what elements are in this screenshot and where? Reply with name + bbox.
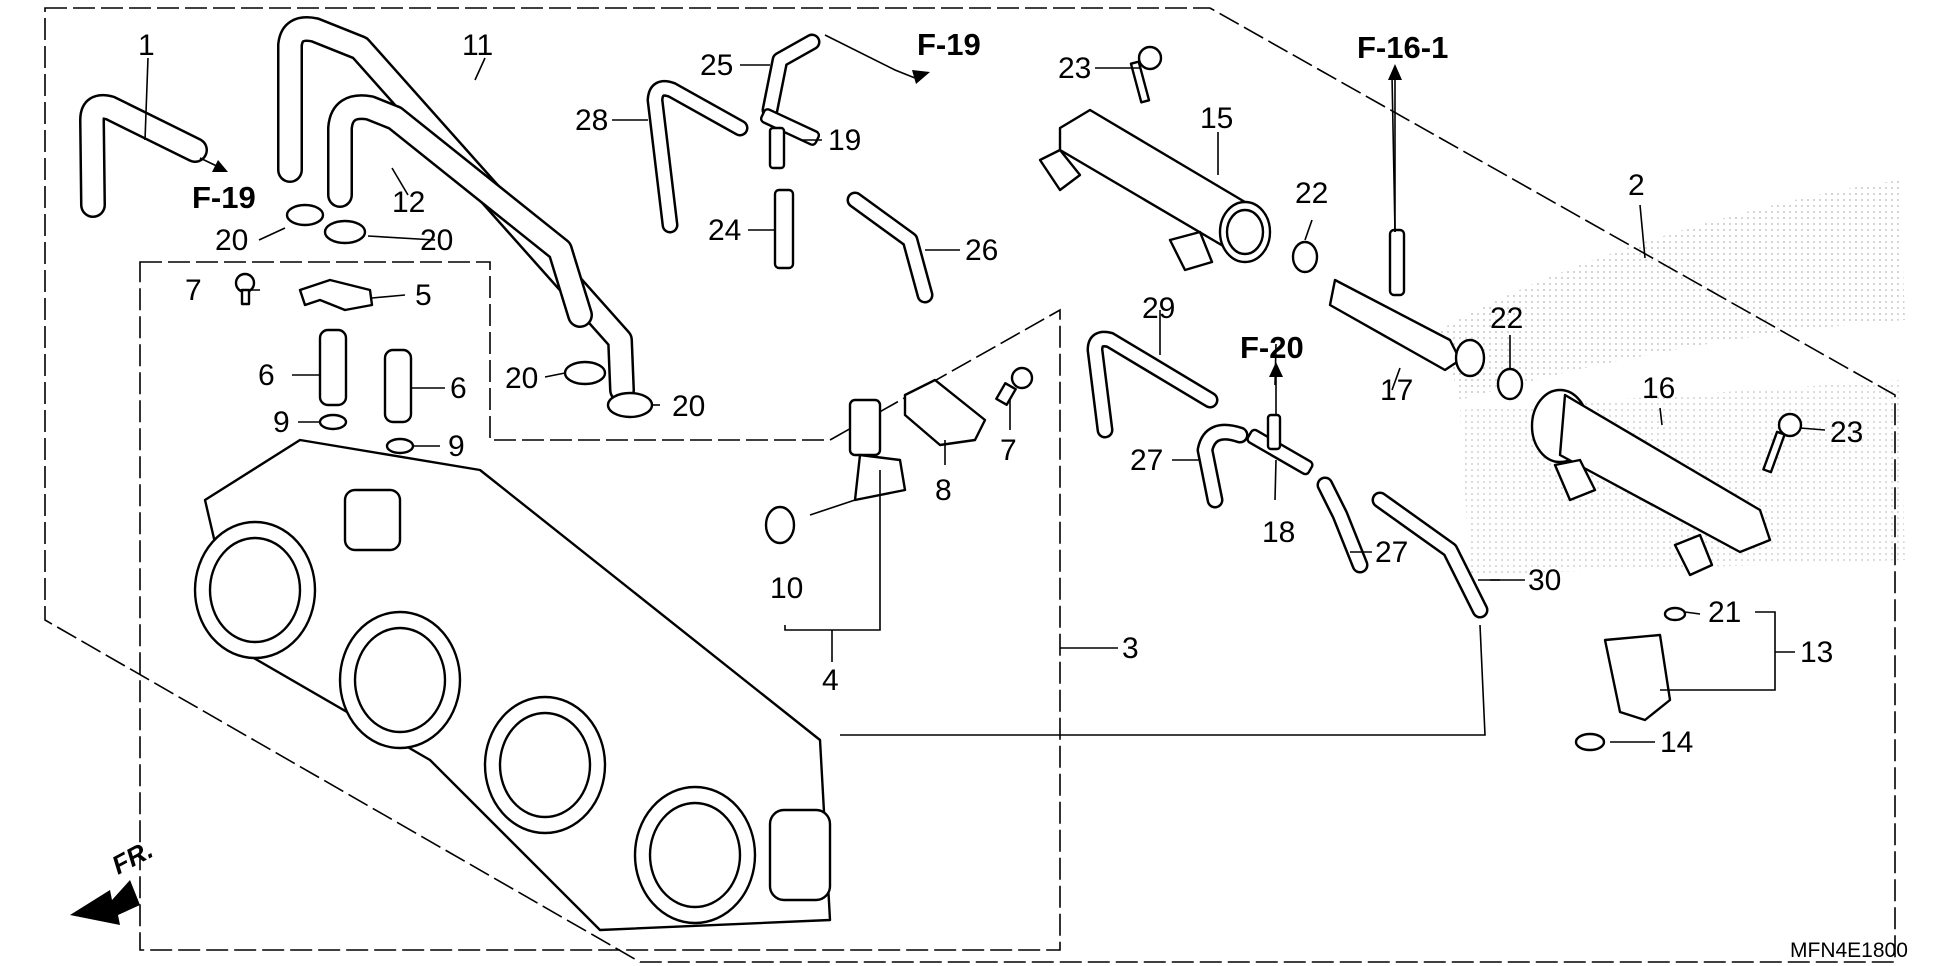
callout-16: 16: [1642, 372, 1675, 405]
ring-10: [764, 505, 796, 545]
callout-1: 1: [138, 29, 155, 62]
plate-8: [903, 378, 987, 447]
hose-28: [646, 79, 749, 234]
sensor-4: [809, 398, 907, 516]
hose-29: [1086, 330, 1219, 439]
tee-17: [1328, 228, 1486, 378]
callout-18: 18: [1262, 516, 1295, 549]
callout-8: 8: [935, 474, 952, 507]
inner-frame: [139, 261, 1061, 951]
arrow-f19-top: [824, 34, 930, 84]
ring-22-a: [1291, 240, 1319, 274]
throttle-body-3: [193, 438, 832, 932]
callout-27-a: 27: [1130, 444, 1163, 477]
callout-9-b: 9: [448, 430, 465, 463]
callout-23-a: 23: [1058, 52, 1091, 85]
fuel-rail-15: [1038, 108, 1272, 272]
hose-27b: [1316, 476, 1369, 574]
screw-7-a: [234, 272, 256, 306]
callout-4: 4: [822, 664, 839, 697]
clamp-20-a: [285, 203, 325, 227]
screw-7-b: [995, 366, 1034, 406]
callout-20-a: 20: [215, 224, 248, 257]
hose-1: [79, 93, 208, 218]
callout-28: 28: [575, 104, 608, 137]
callout-25: 25: [700, 49, 733, 82]
callout-22-a: 22: [1295, 177, 1328, 210]
ref-f19-top: F-19: [917, 27, 981, 62]
callout-2: 2: [1628, 169, 1645, 202]
clamp-20-b: [323, 219, 367, 245]
hose-27a: [1196, 423, 1249, 509]
fitting-6-b: [383, 348, 413, 424]
hose-12: [327, 94, 593, 328]
callout-14: 14: [1660, 726, 1693, 759]
ref-f16-1: F-16-1: [1357, 30, 1448, 65]
ref-f20: F-20: [1240, 330, 1304, 365]
callout-6-b: 6: [450, 372, 467, 405]
callout-7-a: 7: [185, 274, 202, 307]
diagram-code: MFN4E1800: [1790, 939, 1908, 962]
fitting-6-a: [318, 328, 348, 407]
callout-24: 24: [708, 214, 741, 247]
fuel-rail-16: [1530, 388, 1772, 577]
ring-22-b: [1496, 367, 1524, 401]
callout-9-a: 9: [273, 406, 290, 439]
arrow-f20: [1269, 362, 1283, 415]
callout-20-b: 20: [420, 224, 453, 257]
callout-6-a: 6: [258, 359, 275, 392]
callout-10: 10: [770, 572, 803, 605]
joint-19: [759, 108, 821, 170]
callout-15: 15: [1200, 102, 1233, 135]
front-arrow: [70, 880, 140, 925]
hose-11: [277, 16, 635, 403]
ring-9-a: [318, 413, 348, 431]
callout-5: 5: [415, 279, 432, 312]
callout-19: 19: [828, 124, 861, 157]
callout-3: 3: [1122, 632, 1139, 665]
callout-22-b: 22: [1490, 302, 1523, 335]
bolt-23-a: [1129, 45, 1163, 104]
front-label: FR.: [107, 834, 158, 880]
callout-23-b: 23: [1830, 416, 1863, 449]
callout-11: 11: [462, 29, 493, 62]
leader-lines: [144, 57, 1826, 743]
clamp-20-c: [563, 360, 607, 386]
arrow-f19-left: [199, 157, 228, 172]
hose-26: [846, 191, 934, 304]
joint-18: [1246, 413, 1314, 476]
callout-7-b: 7: [1000, 434, 1017, 467]
ref-f19-left: F-19: [192, 180, 256, 215]
ring-9-b: [385, 437, 415, 455]
hose-30: [1371, 491, 1489, 619]
callout-20-c: 20: [505, 362, 538, 395]
callout-27-b: 27: [1375, 536, 1408, 569]
callout-17: 17: [1380, 374, 1413, 407]
callout-21: 21: [1708, 596, 1741, 629]
callout-20-d: 20: [672, 390, 705, 423]
callout-29: 29: [1142, 292, 1175, 325]
hose-24: [773, 188, 795, 270]
hose-25: [761, 33, 821, 119]
clamp-20-d: [606, 391, 654, 419]
bolt-23-b: [1762, 412, 1803, 474]
callout-26: 26: [965, 234, 998, 267]
bracket-5: [298, 278, 374, 312]
arrow-f16: [1388, 64, 1402, 232]
injector-13: [1574, 606, 1687, 752]
callout-13: 13: [1800, 636, 1833, 669]
callout-30: 30: [1528, 564, 1561, 597]
outer-frame: [44, 7, 1896, 963]
callout-12: 12: [392, 186, 425, 219]
